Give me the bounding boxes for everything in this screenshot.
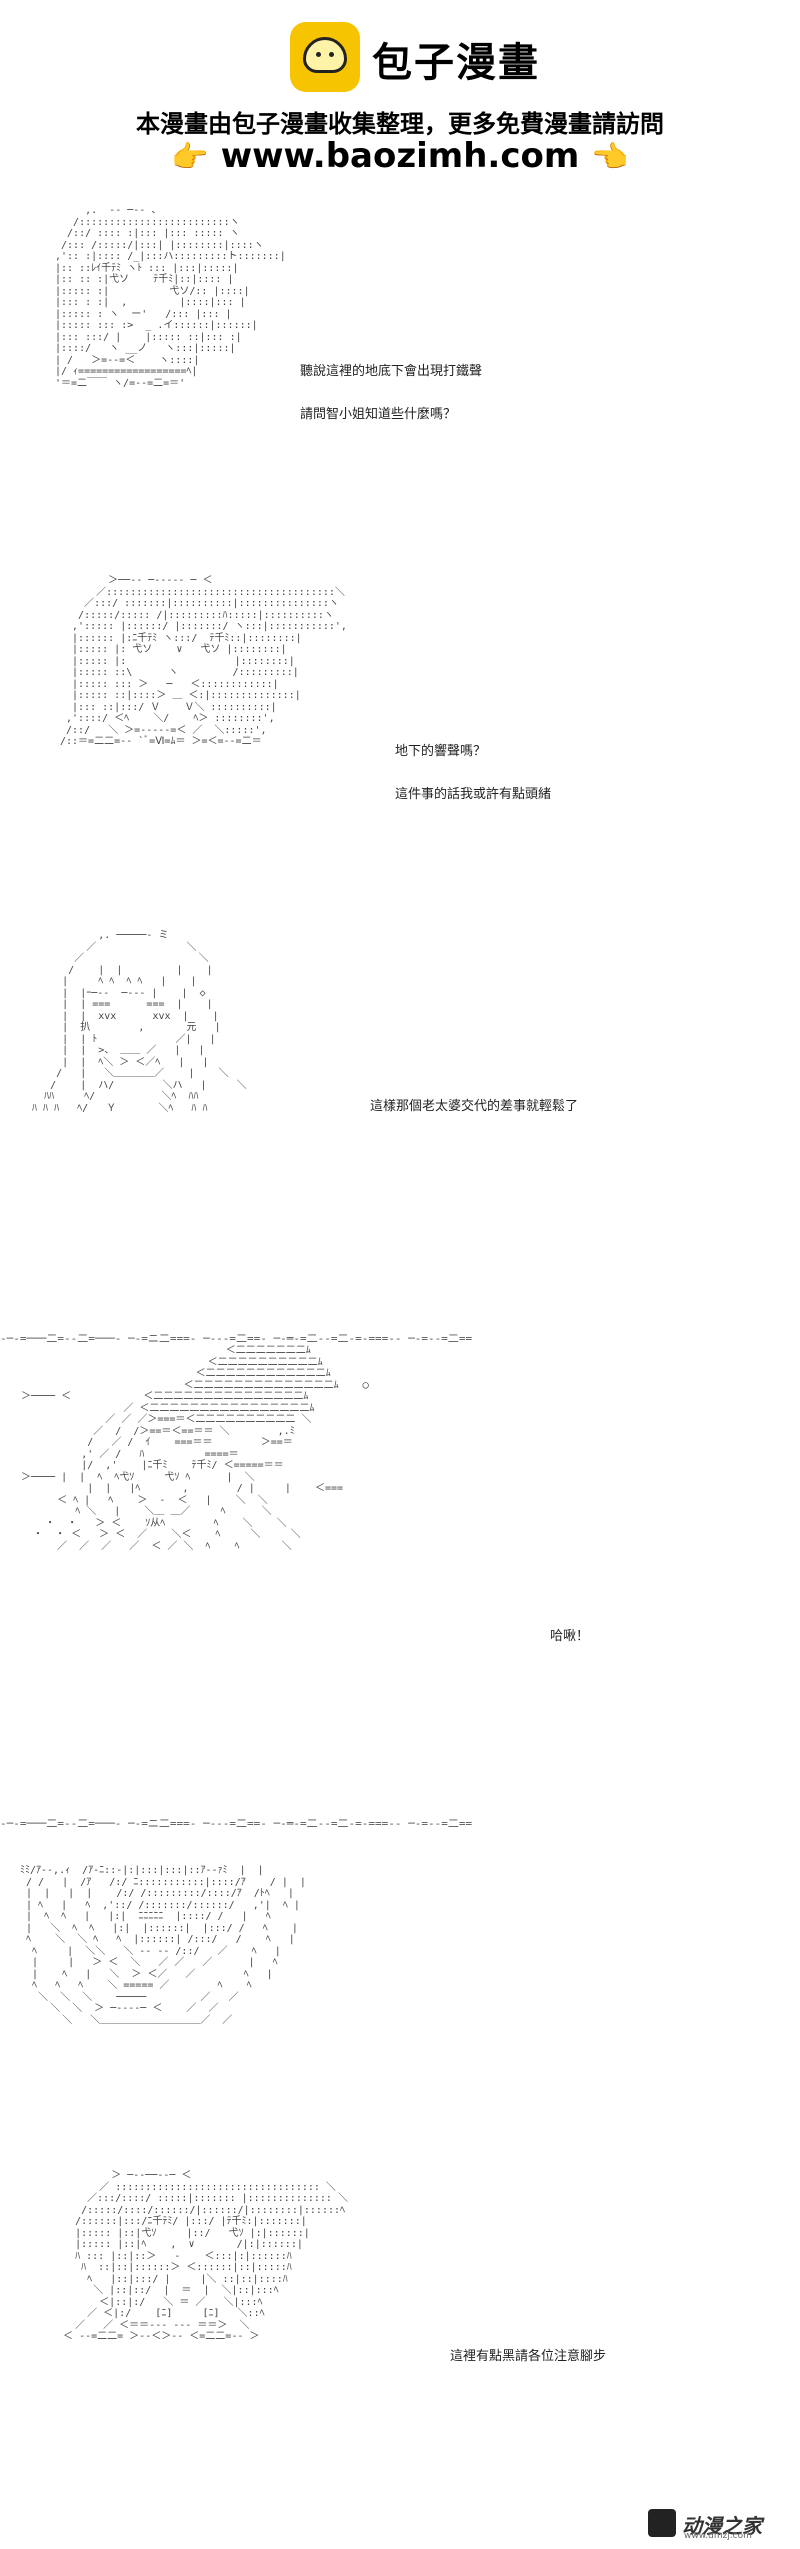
panel-4-art: ＜二二二二二二二ﾑ ＜二二二二二二二二二二ﾑ ＜二二二二二二二二二二二二ﾑ ＜二… — [15, 1345, 555, 1805]
panel-3-art: ,. ─────‐ ミ ／ ＼ ／ ＼ / | | | | | ﾍ ﾍ ﾍ ﾍ … — [20, 930, 365, 1275]
dialogue-line: 這樣那個老太婆交代的差事就輕鬆了 — [370, 1099, 579, 1115]
panel-5-art: ﾐﾐ/ｱ‐‐,.ｨ /ｱ‐ﾆ::‐|:|:::|:::|::ｱ‐‐ｧﾐ | | … — [20, 1865, 410, 2145]
ascii-art: ＜二二二二二二二ﾑ ＜二二二二二二二二二二ﾑ ＜二二二二二二二二二二二二ﾑ ＜二… — [21, 1345, 369, 1552]
bun-logo-icon[interactable] — [290, 22, 360, 92]
dialogue-line: 這裡有點黑請各位注意腳步 — [450, 2349, 607, 2365]
ascii-art: ﾐﾐ/ｱ‐‐,.ｨ /ｱ‐ﾆ::‐|:|:::|:::|::ｱ‐‐ｧﾐ | | … — [20, 1865, 306, 2026]
site-url-link[interactable]: www.baozimh.com — [220, 136, 580, 176]
dmzj-watermark[interactable]: 动漫之家 www.dmzj.com — [648, 2507, 788, 2541]
source-notice: 本漫畫由包子漫畫收集整理，更多免費漫畫請訪問 — [136, 110, 664, 138]
panel-divider: ‐─‐=───二=‐‐二=───‐ ─‐=ニ二===‐ ─‐‐‐=二==‐ ─‐… — [0, 1817, 473, 1830]
panel-2-art: ＞──‐‐ ─‐‐‐‐‐ ─ ＜ ／::::::::::::::::::::::… — [60, 575, 380, 875]
panel-3-dialogue: 這樣那個老太婆交代的差事就輕鬆了 — [370, 1075, 578, 1139]
dialogue-line: 哈啾！ — [550, 1629, 590, 1645]
panel-2-dialogue: 地下的響聲嗎？ 這件事的話我或許有點頭緒 — [395, 720, 551, 827]
pointing-left-icon: 👈 — [591, 140, 629, 175]
dialogue-line: 這件事的話我或許有點頭緒 — [395, 787, 552, 803]
panel-6-dialogue: 這裡有點黑請各位注意腳步 — [450, 2325, 606, 2389]
bun-face — [303, 37, 347, 73]
ascii-art: ＞ ─‐‐──‐‐─ ＜ ／ :::::::::::::::::::::::::… — [63, 2170, 348, 2342]
dialogue-line: 地下的響聲嗎？ — [395, 744, 487, 760]
panel-4-dialogue: 哈啾！ — [550, 1605, 589, 1669]
watermark-text: 动漫之家 — [682, 2514, 762, 2538]
panel-divider: ‐─‐=───二=‐‐二=───‐ ─‐=ニ二===‐ ─‐‐‐=二==‐ ─‐… — [0, 1332, 473, 1345]
ascii-art: ,. -‐ ─‐- 、 /:::::::::::::::::::::::::ヽ … — [55, 205, 286, 389]
brand-name[interactable]: 包子漫畫 — [372, 40, 540, 86]
ascii-art: ＞──‐‐ ─‐‐‐‐‐ ─ ＜ ／::::::::::::::::::::::… — [60, 575, 347, 747]
site-header: 包子漫畫 本漫畫由包子漫畫收集整理，更多免費漫畫請訪問 👉 www.baozimh… — [0, 0, 800, 180]
url-row: 👉 www.baozimh.com 👈 — [0, 136, 800, 176]
dialogue-line: 聽說這裡的地底下會出現打鐵聲 — [300, 364, 483, 380]
panel-6-art: ＞ ─‐‐──‐‐─ ＜ ／ :::::::::::::::::::::::::… — [45, 2170, 465, 2540]
panel-1-dialogue: 聽說這裡的地底下會出現打鐵聲 請問智小姐知道些什麼嗎？ — [300, 340, 482, 447]
watermark-url: www.dmzj.com — [684, 2531, 752, 2541]
ascii-art: ,. ─────‐ ミ ／ ＼ ／ ＼ / | | | | | ﾍ ﾍ ﾍ ﾍ … — [32, 930, 247, 1114]
panel-1-art: ,. -‐ ─‐- 、 /:::::::::::::::::::::::::ヽ … — [55, 205, 290, 505]
dialogue-line: 請問智小姐知道些什麼嗎？ — [300, 407, 457, 423]
dmzj-logo-icon — [648, 2509, 676, 2537]
pointing-right-icon: 👉 — [171, 140, 209, 175]
